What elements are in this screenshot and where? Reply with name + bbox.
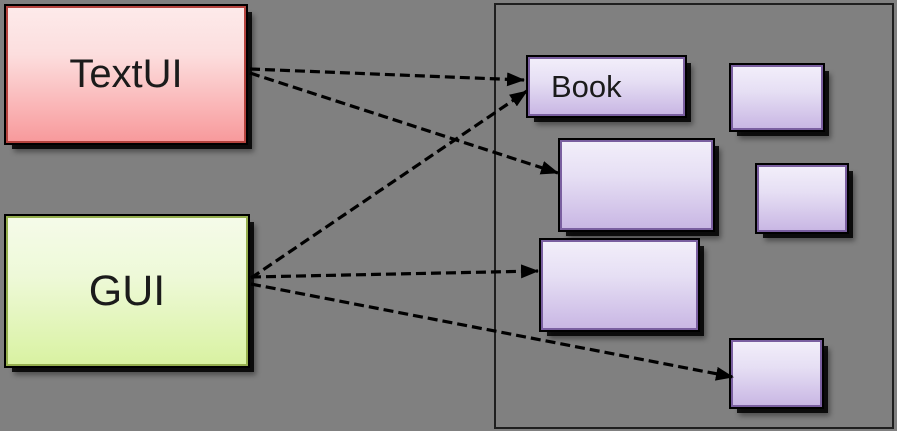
node-unlabeled-row2-left (560, 140, 713, 230)
node-textui: TextUI (6, 6, 246, 143)
node-unlabeled-row3-left (541, 240, 698, 330)
node-unlabeled-bottom-right (731, 340, 822, 407)
edge-textui-book (249, 67, 525, 87)
node-gui-label: GUI (88, 266, 166, 315)
node-unlabeled-top-right (731, 65, 823, 130)
node-book-label: Book (551, 68, 622, 104)
node-book: Book (528, 57, 685, 116)
node-textui-label: TextUI (69, 52, 183, 96)
node-gui: GUI (6, 216, 248, 366)
node-unlabeled-row2-right (757, 165, 847, 232)
edge-gui-book (250, 89, 528, 280)
